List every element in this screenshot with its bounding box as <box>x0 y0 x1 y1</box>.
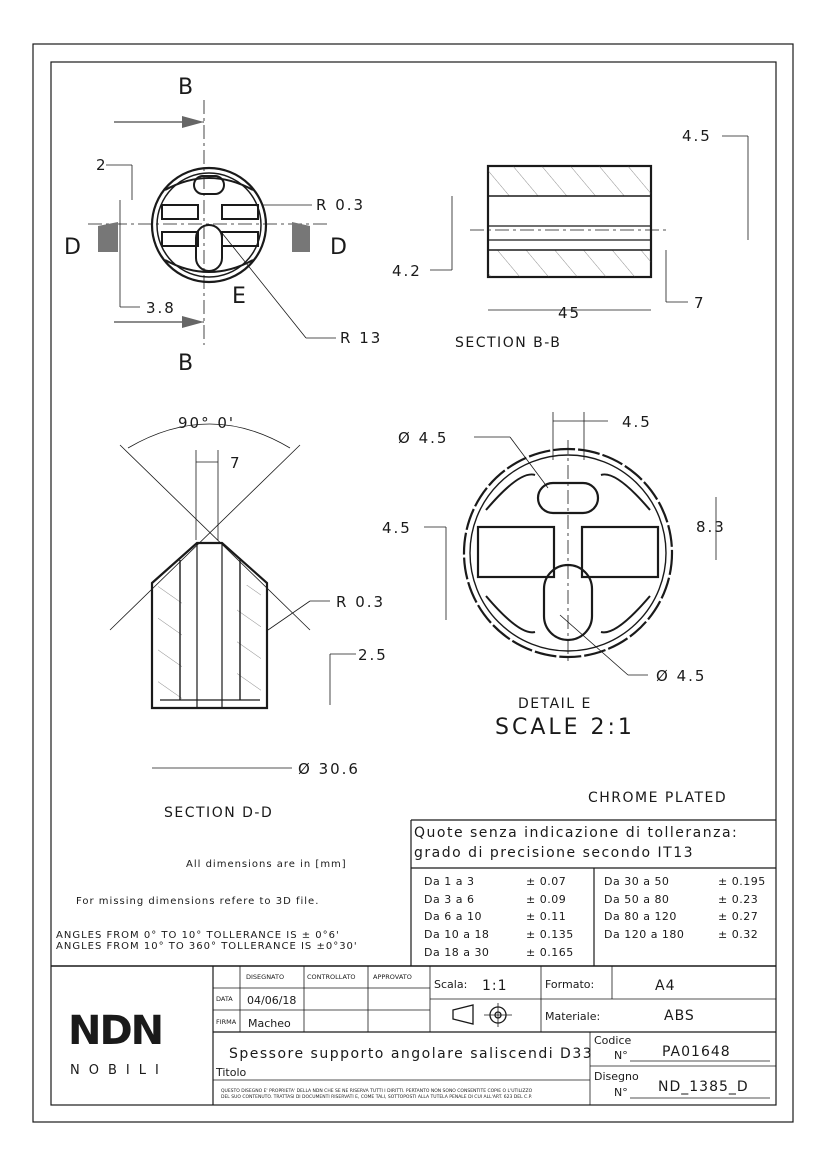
col-disegnato: DISEGNATO <box>246 973 284 981</box>
logo-subtext: NOBILI <box>70 1063 168 1078</box>
tolerance-header-2: grado di precisione secondo IT13 <box>414 845 694 861</box>
section-d-label-left: D <box>64 235 84 260</box>
row-data: DATA <box>216 995 233 1003</box>
tol-value: ± 0.27 <box>718 910 758 923</box>
scala-label: Scala: <box>434 978 467 991</box>
tol-range: Da 6 a 10 <box>424 910 482 923</box>
legal-line-2: DEL SUO CONTENUTO. TRATTASI DI DOCUMENTI… <box>221 1094 532 1100</box>
section-b-b-title: SECTION B-B <box>455 335 561 351</box>
dim-2-5: 2.5 <box>358 646 388 664</box>
disegno-label: Disegno <box>594 1070 639 1083</box>
tol-range: Da 3 a 6 <box>424 893 474 906</box>
front-view: B B D D 2 3.8 R 0.3 R 13 E <box>64 75 382 376</box>
codice-no: N° <box>614 1049 628 1062</box>
col-approvato: APPROVATO <box>373 973 412 981</box>
tolerance-header-1: Quote senza indicazione di tolleranza: <box>414 825 738 841</box>
signature-value: Macheo <box>248 1017 291 1030</box>
tol-value: ± 0.23 <box>718 893 758 906</box>
detail-e-scale: SCALE 2:1 <box>495 715 635 740</box>
detail-e-marker: E <box>232 284 249 309</box>
angles-note-2: ANGLES FROM 10° TO 360° TOLLERANCE IS ±0… <box>56 941 358 952</box>
company-logo: NDN NOBILI <box>68 1008 168 1078</box>
tol-range: Da 10 a 18 <box>424 928 489 941</box>
title-block: DISEGNATO CONTROLLATO APPROVATO DATA FIR… <box>51 965 776 1105</box>
section-d-d-view: 90° 0' 7 R 0.3 2.5 Ø 30.6 SECTION D-D <box>109 414 388 821</box>
col-controllato: CONTROLLATO <box>307 973 356 981</box>
tolerance-table: Quote senza indicazione di tolleranza: g… <box>410 819 776 966</box>
disegno-no: N° <box>614 1086 628 1099</box>
dim-4-5-detail-left: 4.5 <box>382 519 412 537</box>
date-value: 04/06/18 <box>247 994 296 1007</box>
dim-r-0-3-dd: R 0.3 <box>336 593 385 611</box>
tol-value: ± 0.11 <box>526 910 566 923</box>
tol-value: ± 0.135 <box>526 928 574 941</box>
scala-value: 1:1 <box>482 978 508 994</box>
dim-3-8: 3.8 <box>146 299 176 317</box>
codice-value: PA01648 <box>662 1044 731 1060</box>
section-b-label-top: B <box>178 75 196 100</box>
dim-dia-4-5-top: Ø 4.5 <box>398 429 448 447</box>
outer-border <box>32 43 794 1123</box>
missing-dims-note: For missing dimensions refere to 3D file… <box>76 896 319 907</box>
dim-8-3: 8.3 <box>696 518 726 536</box>
detail-e-title: DETAIL E <box>518 696 592 712</box>
inner-border <box>50 61 777 1106</box>
dim-r-13: R 13 <box>340 329 382 347</box>
dim-45: 45 <box>558 304 581 322</box>
row-firma: FIRMA <box>216 1018 237 1026</box>
tol-range: Da 18 a 30 <box>424 946 489 959</box>
projection-symbol-icon <box>452 1003 512 1027</box>
detail-e-view: Ø 4.5 4.5 8.3 4.5 Ø 4.5 DETAIL E SCALE 2… <box>382 412 726 740</box>
dim-r-0-3: R 0.3 <box>316 196 365 214</box>
dim-dia-4-5-bottom: Ø 4.5 <box>656 667 706 685</box>
dim-4-5-detail-top: 4.5 <box>622 413 652 431</box>
tol-value: ± 0.165 <box>526 946 574 959</box>
tol-range: Da 50 a 80 <box>604 893 669 906</box>
chrome-plated-note: CHROME PLATED <box>588 790 727 806</box>
dim-4-2: 4.2 <box>392 262 422 280</box>
dim-2: 2 <box>96 156 108 174</box>
formato-value: A4 <box>655 978 675 994</box>
angles-note-1: ANGLES FROM 0° TO 10° TOLLERANCE IS ± 0°… <box>56 930 340 941</box>
formato-label: Formato: <box>545 978 594 991</box>
tol-value: ± 0.09 <box>526 893 566 906</box>
tol-value: ± 0.32 <box>718 928 758 941</box>
tol-range: Da 30 a 50 <box>604 875 669 888</box>
units-note: All dimensions are in [mm] <box>186 859 347 870</box>
dim-7-dd: 7 <box>230 454 242 472</box>
section-d-label-right: D <box>330 235 350 260</box>
titolo-label: Titolo <box>215 1066 247 1079</box>
logo-mark: NDN <box>68 1008 162 1054</box>
dim-4-5-top: 4.5 <box>682 127 712 145</box>
dim-angle: 90° 0' <box>178 414 235 432</box>
materiale-label: Materiale: <box>545 1010 600 1023</box>
materiale-value: ABS <box>664 1008 695 1024</box>
legal-line-1: QUESTO DISEGNO E' PROPRIETA' DELLA NDN C… <box>221 1088 533 1094</box>
section-b-label-bottom: B <box>178 351 196 376</box>
disegno-value: ND_1385_D <box>658 1079 749 1095</box>
drawing-title: Spessore supporto angolare saliscendi D3… <box>229 1046 593 1062</box>
tol-range: Da 1 a 3 <box>424 875 474 888</box>
tol-value: ± 0.07 <box>526 875 566 888</box>
dim-7-bb: 7 <box>694 294 706 312</box>
tol-range: Da 80 a 120 <box>604 910 677 923</box>
codice-label: Codice <box>594 1034 631 1047</box>
section-b-b-view: 4.5 4.2 7 45 SECTION B-B <box>392 127 749 351</box>
dim-30-6: Ø 30.6 <box>298 760 360 778</box>
tol-value: ± 0.195 <box>718 875 766 888</box>
section-d-d-title: SECTION D-D <box>164 805 273 821</box>
tol-range: Da 120 a 180 <box>604 928 684 941</box>
